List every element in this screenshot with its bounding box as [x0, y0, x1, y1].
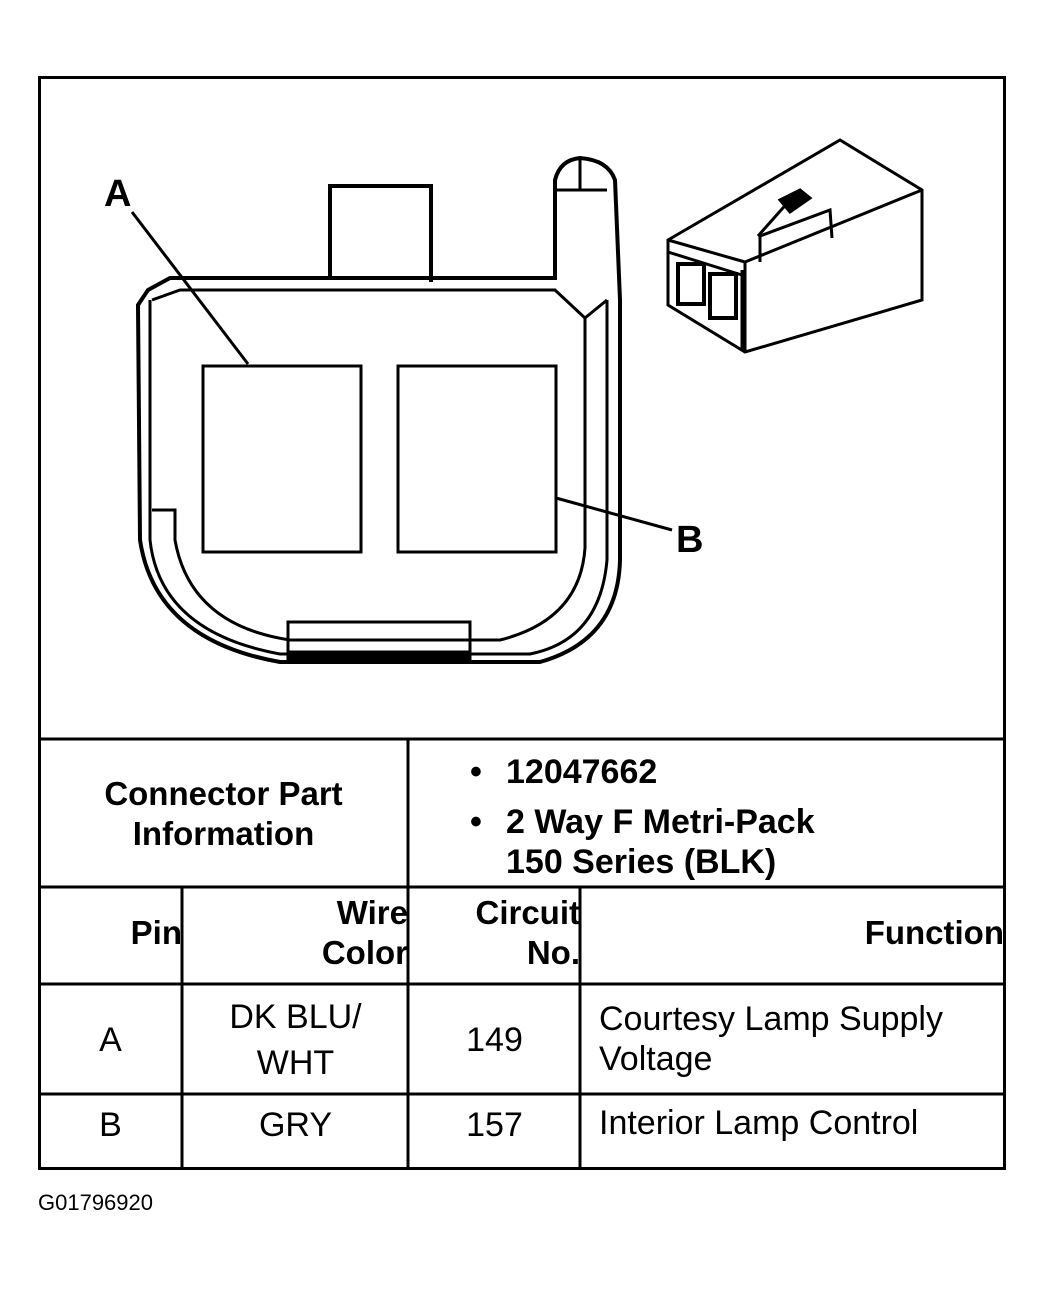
header-wire-color-line2: Color [321, 934, 408, 971]
row-wire-color: GRY [183, 1095, 408, 1155]
bullet-icon: • [470, 803, 482, 841]
header-pin: Pin [39, 888, 182, 984]
bullet-icon: • [470, 753, 482, 791]
leader-b [555, 496, 673, 532]
connector-part-info-label: Connector Part Information [39, 740, 408, 887]
description-item: • 2 Way F Metri-Pack [470, 802, 1004, 842]
description-line2: 150 Series (BLK) [506, 843, 777, 881]
function-line1: Courtesy Lamp Supply [599, 1000, 943, 1038]
figure-id: G01796920 [38, 1190, 153, 1215]
header-circuit: Circuit No. [409, 888, 580, 984]
header-pin-label: Pin [130, 914, 182, 951]
function-line2: Voltage [599, 1040, 713, 1078]
pin-value: B [99, 1106, 122, 1144]
circuit-value: 149 [466, 1020, 523, 1059]
circuit-value: 157 [466, 1106, 523, 1144]
part-number-item: • 12047662 [470, 752, 1004, 792]
row-circuit: 149 [409, 985, 580, 1094]
description-line1: 2 Way F Metri-Pack [506, 803, 815, 841]
description-item-cont: 150 Series (BLK) [470, 842, 1004, 882]
bullet-spacer [470, 842, 506, 882]
row-function: Interior Lamp Control [581, 1095, 1004, 1155]
cavity-b [396, 364, 558, 554]
header-wire-color-line1: Wire [336, 894, 408, 931]
connector-face-view [130, 155, 673, 664]
header-circuit-line2: No. [526, 934, 580, 971]
connector-part-info-line2: Information [132, 814, 315, 852]
row-wire-color: DK BLU/ WHT [183, 985, 408, 1094]
cavity-a [201, 364, 363, 554]
wire-color-line1: DK BLU/ [229, 997, 362, 1036]
part-number: 12047662 [506, 753, 658, 791]
header-function-label: Function [864, 914, 1004, 951]
pin-label-a: A [104, 173, 131, 215]
row-function: Courtesy Lamp Supply Voltage [581, 985, 1004, 1094]
pin-label-b: B [676, 519, 703, 561]
row-pin: B [39, 1095, 182, 1155]
header-circuit-line1: Circuit [475, 894, 580, 931]
pin-value: A [99, 1020, 122, 1059]
header-wire-color: Wire Color [183, 888, 408, 984]
leader-a [130, 211, 250, 365]
connector-isometric-view [666, 138, 924, 354]
wire-color-line1: GRY [258, 1106, 333, 1144]
function-line1: Interior Lamp Control [599, 1104, 919, 1142]
connector-part-info-line1: Connector Part [104, 774, 343, 812]
row-circuit: 157 [409, 1095, 580, 1155]
connector-part-details: • 12047662 • 2 Way F Metri-Pack 150 Seri… [410, 740, 1004, 887]
diagram-frame [38, 76, 1006, 1170]
wire-color-line2: WHT [256, 1043, 335, 1082]
table-grid [39, 737, 1005, 1168]
header-function: Function [581, 888, 1004, 984]
row-pin: A [39, 985, 182, 1094]
